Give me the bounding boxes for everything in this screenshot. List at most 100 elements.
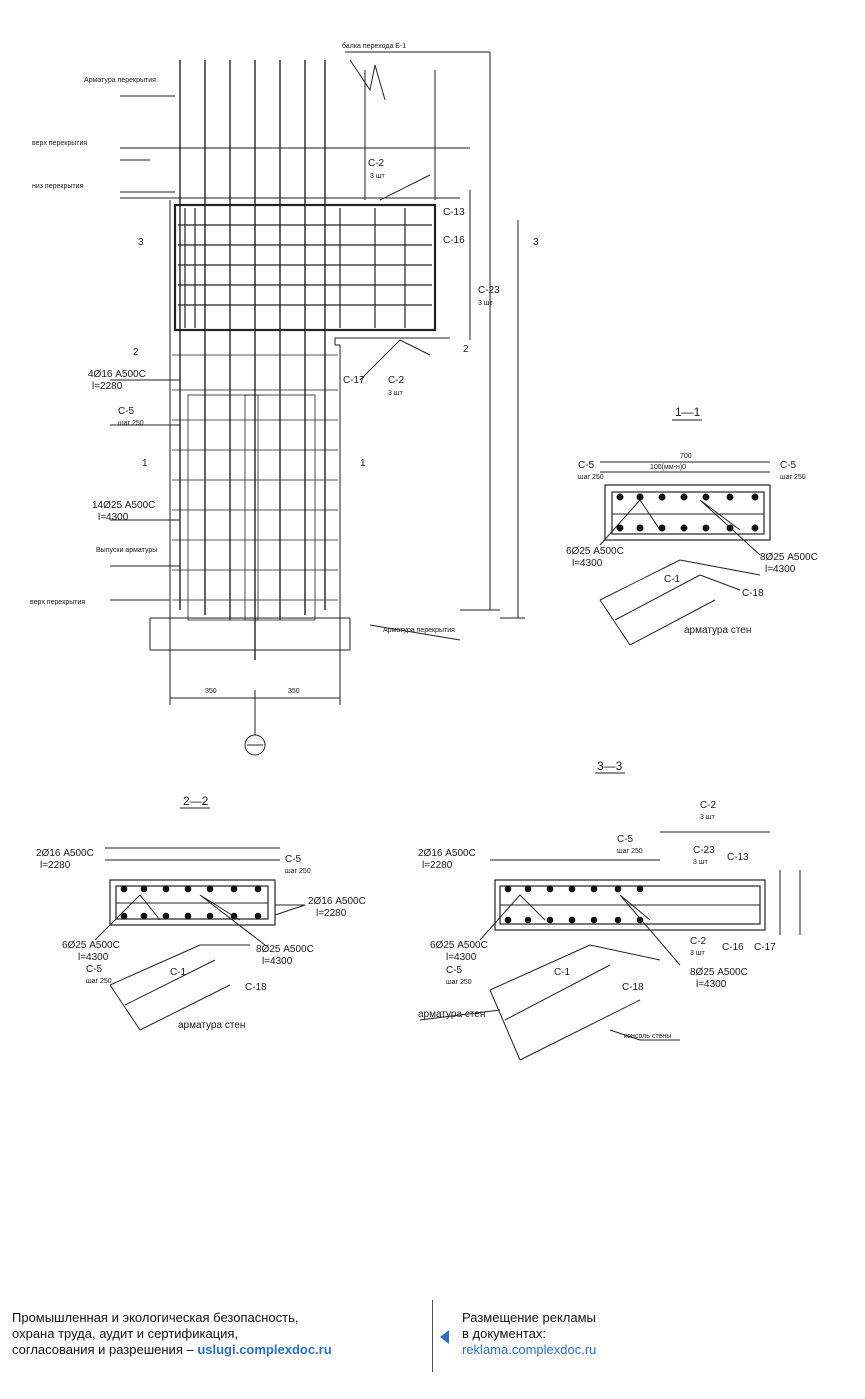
s33-top-length: l=2280 xyxy=(422,860,453,871)
slab-top-label: верх перекрытия xyxy=(32,140,87,147)
footer: Промышленная и экологическая безопасност… xyxy=(0,1300,865,1399)
section-2-2 xyxy=(94,807,306,1031)
s22-wall: арматура стен xyxy=(178,1020,245,1031)
footer-left-line-1: Промышленная и экологическая безопасност… xyxy=(12,1310,299,1325)
s22-bars-b: 8Ø25 А500С xyxy=(256,944,314,955)
s33-c16: С-16 xyxy=(722,942,744,953)
footer-left-line-3: согласования и разрешения – uslugi.compl… xyxy=(12,1342,427,1358)
outlets-label: Выпуски арматуры xyxy=(96,547,157,554)
dim-350-left: 350 xyxy=(205,688,217,695)
s22-step: шаг 250 xyxy=(285,868,311,875)
s11-c1: С-1 xyxy=(664,574,681,585)
section-3-3-bars xyxy=(504,885,644,924)
rebar25-length: l=4300 xyxy=(98,512,129,523)
s33-wall: арматура стен xyxy=(418,1009,485,1020)
section-mark-2-right: 2 xyxy=(463,344,469,355)
section-2-2-labels: 2—2 2Ø16 А500С l=2280 С-5 шаг 250 2Ø16 А… xyxy=(36,794,366,1031)
c2-bottom-qty: 3 шт xyxy=(388,390,403,397)
s33-c1: С-1 xyxy=(554,967,571,978)
c23-qty: 3 шт xyxy=(478,300,493,307)
s33-length-a: l=4300 xyxy=(446,952,477,963)
s22-step-b: шаг 250 xyxy=(86,978,112,985)
beam-cage-bars xyxy=(178,208,432,328)
s11-bars-right: 8Ø25 А500С xyxy=(760,552,818,563)
section-1-1-labels: 1—1 700 100(мм-н)0 С-5 шаг 250 С-5 шаг 2… xyxy=(566,405,818,636)
s22-right-length: l=2280 xyxy=(316,908,347,919)
s33-c13: С-13 xyxy=(727,852,749,863)
slab-rebar-bottom-label: Арматура перекрытия xyxy=(383,627,455,634)
column-stirrups xyxy=(172,354,338,601)
footer-divider xyxy=(432,1300,433,1372)
section-3-3-labels: 3—3 С-2 3 шт 2Ø16 А500С l=2280 С-5 шаг 2… xyxy=(418,759,776,1040)
elevation-view xyxy=(110,51,525,756)
s22-top-length: l=2280 xyxy=(40,860,71,871)
s33-bars-a: 6Ø25 А500С xyxy=(430,940,488,951)
s22-c5b: С-5 xyxy=(86,964,103,975)
section-1-1 xyxy=(599,419,771,646)
footer-right-line-2: в документах: xyxy=(462,1326,547,1341)
s33-c2b-qty: 3 шт xyxy=(690,950,705,957)
s22-top-bars: 2Ø16 А500С xyxy=(36,848,94,859)
slab-top-label-2: верх перекрытия xyxy=(30,599,85,606)
c2-label: С-2 xyxy=(368,158,385,169)
rebar25-label: 14Ø25 А500С xyxy=(92,500,155,511)
rebar16-label: 4Ø16 А500С xyxy=(88,369,146,380)
uslugi-link[interactable]: uslugi.complexdoc.ru xyxy=(197,1342,332,1357)
c16-label: С-16 xyxy=(443,235,465,246)
footer-right: Размещение рекламы в документах: reklama… xyxy=(462,1310,682,1358)
footer-right-line-1: Размещение рекламы xyxy=(462,1310,596,1325)
s33-c2-qty: 3 шт xyxy=(700,814,715,821)
s33-c2b: С-2 xyxy=(690,936,707,947)
s22-length-a: l=4300 xyxy=(78,952,109,963)
section-mark-3-left: 3 xyxy=(138,237,144,248)
s22-c18: С-18 xyxy=(245,982,267,993)
footer-left-line-2: охрана труда, аудит и сертификация, xyxy=(12,1326,239,1341)
technical-drawing: балка перехода Б-1 Арматура перекрытия в… xyxy=(30,42,818,1061)
beam-label: балка перехода Б-1 xyxy=(342,42,406,50)
section-mark-2-left: 2 xyxy=(133,347,139,358)
elevation-labels: балка перехода Б-1 Арматура перекрытия в… xyxy=(30,42,539,695)
c17-label: С-17 xyxy=(343,375,365,386)
footer-left-line-3-text: согласования и разрешения – xyxy=(12,1342,198,1357)
section-3-3-title: 3—3 xyxy=(597,759,623,773)
section-1-1-title: 1—1 xyxy=(675,405,701,419)
s11-dim-inner: 100(мм-н)0 xyxy=(650,464,686,471)
s11-length-left: l=4300 xyxy=(572,558,603,569)
s22-right-bars: 2Ø16 А500С xyxy=(308,896,366,907)
c23-label: С-23 xyxy=(478,285,500,296)
arrow-left-icon xyxy=(440,1330,449,1344)
s11-c5-right: С-5 xyxy=(780,460,797,471)
s33-top-bars: 2Ø16 А500С xyxy=(418,848,476,859)
slab-bottom-label: низ перекрытия xyxy=(32,183,84,190)
s22-bars-a: 6Ø25 А500С xyxy=(62,940,120,951)
s11-dim-total: 700 xyxy=(680,453,692,460)
s11-c18: С-18 xyxy=(742,588,764,599)
section-2-2-title: 2—2 xyxy=(183,794,209,808)
s33-step-b: шаг 250 xyxy=(446,979,472,986)
reklama-link[interactable]: reklama.complexdoc.ru xyxy=(462,1342,597,1357)
c2-qty: 3 шт xyxy=(370,173,385,180)
s11-c5-left: С-5 xyxy=(578,460,595,471)
rebar16-length: l=2280 xyxy=(92,381,123,392)
s33-c2: С-2 xyxy=(700,800,717,811)
s33-c18: С-18 xyxy=(622,982,644,993)
s33-c23-qty: 3 шт xyxy=(693,859,708,866)
s33-c17: С-17 xyxy=(754,942,776,953)
s11-wall: арматура стен xyxy=(684,625,751,636)
c13-label: С-13 xyxy=(443,207,465,218)
section-mark-3-right: 3 xyxy=(533,237,539,248)
c2-bottom-label: С-2 xyxy=(388,375,405,386)
s11-step-left: шаг 250 xyxy=(578,474,604,481)
c5-step: шаг 250 xyxy=(118,420,144,427)
s33-c23: С-23 xyxy=(693,845,715,856)
s33-step: шаг 250 xyxy=(617,848,643,855)
s33-console: консоль стены xyxy=(624,1033,671,1040)
s33-bars-b: 8Ø25 А500С xyxy=(690,967,748,978)
slab-rebar-top-label: Арматура перекрытия xyxy=(84,77,156,84)
section-mark-1-left: 1 xyxy=(142,458,148,469)
s33-length-b: l=4300 xyxy=(696,979,727,990)
s11-length-right: l=4300 xyxy=(765,564,796,575)
s22-c5: С-5 xyxy=(285,854,302,865)
c5-label: С-5 xyxy=(118,406,135,417)
s33-c5b: С-5 xyxy=(446,965,463,976)
